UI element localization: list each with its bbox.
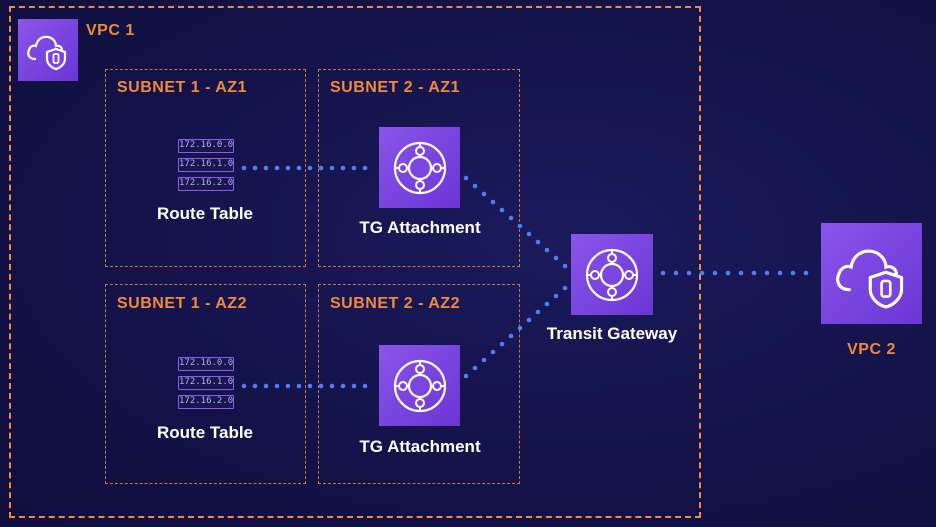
tg-attachment-label: TG Attachment <box>359 437 481 456</box>
tg-attachment-icon <box>379 345 460 426</box>
subnet-2-az1-label: SUBNET 2 - AZ1 <box>330 79 460 96</box>
route-entry: 172.16.0.0 <box>178 139 234 153</box>
route-table-label: Route Table <box>156 204 254 223</box>
connector-tgw-vpc2 <box>660 270 809 276</box>
connector-tga1-tgw <box>463 175 568 269</box>
route-entry: 172.16.2.0 <box>178 177 234 191</box>
route-table-label: Route Table <box>156 423 254 442</box>
vpc1-icon <box>18 19 78 81</box>
vpc2-label: VPC 2 <box>847 341 896 358</box>
subnet-1-az2-label: SUBNET 1 - AZ2 <box>117 295 247 312</box>
subnet-1-az1-label: SUBNET 1 - AZ1 <box>117 79 247 96</box>
vpc1-boundary <box>9 6 701 518</box>
subnet-2-az2 <box>318 284 520 484</box>
route-table-icon: 172.16.0.0 172.16.1.0 172.16.2.0 <box>178 357 234 413</box>
subnet-1-az1 <box>105 69 306 267</box>
connector-rt2-tga2 <box>241 383 368 389</box>
route-entry: 172.16.1.0 <box>178 158 234 172</box>
route-entry: 172.16.2.0 <box>178 395 234 409</box>
subnet-2-az1 <box>318 69 520 267</box>
subnet-1-az2 <box>105 284 306 484</box>
subnet-2-az2-label: SUBNET 2 - AZ2 <box>330 295 460 312</box>
route-table-icon: 172.16.0.0 172.16.1.0 172.16.2.0 <box>178 139 234 195</box>
connector-tga2-tgw <box>463 285 568 379</box>
connector-rt1-tga1 <box>241 165 368 171</box>
tg-attachment-label: TG Attachment <box>359 218 481 237</box>
vpc2-icon <box>821 223 922 324</box>
route-entry: 172.16.1.0 <box>178 376 234 390</box>
tg-attachment-icon <box>379 127 460 208</box>
vpc1-label: VPC 1 <box>86 22 135 39</box>
transit-gateway-icon <box>571 234 653 315</box>
route-entry: 172.16.0.0 <box>178 357 234 371</box>
transit-gateway-label: Transit Gateway <box>546 324 678 343</box>
